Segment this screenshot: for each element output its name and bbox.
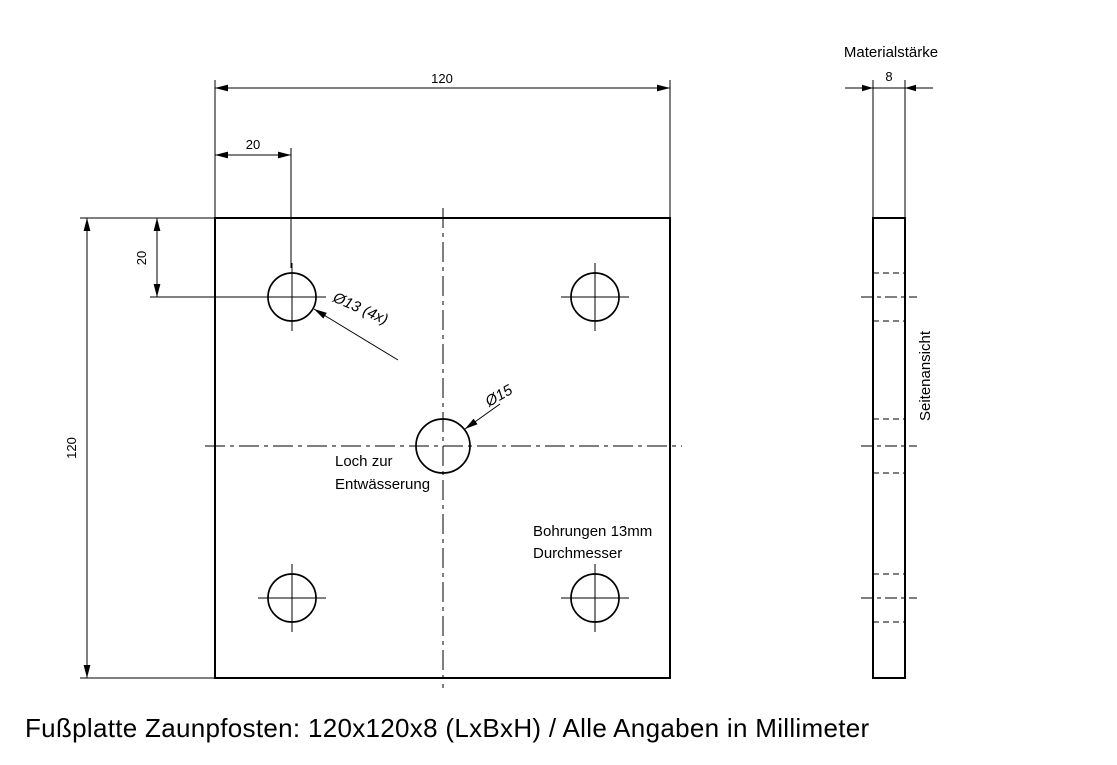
dimension-hole-offset-y-label: 20 bbox=[134, 251, 149, 265]
thickness-arrow-left bbox=[862, 84, 873, 92]
hole-center-drain bbox=[415, 418, 471, 474]
dimension-height-label: 120 bbox=[64, 437, 79, 459]
dimension-hole-offset-x-label: 20 bbox=[246, 137, 260, 152]
holes-note-line1: Bohrungen 13mm bbox=[533, 523, 652, 540]
leaders-and-notes: Ø13 (4x) Ø15 Loch zur Entwässerung Bohru… bbox=[313, 289, 652, 562]
thickness-arrow-right bbox=[905, 84, 916, 92]
dimensions-front-view: 120 20 20 120 bbox=[64, 71, 671, 679]
side-view-header: Materialstärke bbox=[844, 44, 938, 61]
drain-note-line2: Entwässerung bbox=[335, 476, 430, 493]
side-view-outline bbox=[872, 217, 906, 679]
holes-note-line2: Durchmesser bbox=[533, 545, 622, 562]
drawing-caption: Fußplatte Zaunpfosten: 120x120x8 (LxBxH)… bbox=[25, 713, 870, 743]
leader-line-corner-holes bbox=[313, 308, 399, 361]
leader-line-center-hole bbox=[464, 403, 501, 430]
dimension-thickness-label: 8 bbox=[885, 69, 892, 84]
drain-note-line1: Loch zur bbox=[335, 453, 393, 470]
corner-holes-diameter-label: Ø13 (4x) bbox=[329, 289, 390, 329]
side-view-label: Seitenansicht bbox=[917, 330, 934, 421]
dimension-width-label: 120 bbox=[431, 71, 453, 86]
side-view: Materialstärke 8 Seitenansicht bbox=[844, 44, 938, 679]
front-view bbox=[205, 208, 682, 688]
center-hole-diameter-label: Ø15 bbox=[482, 381, 516, 411]
